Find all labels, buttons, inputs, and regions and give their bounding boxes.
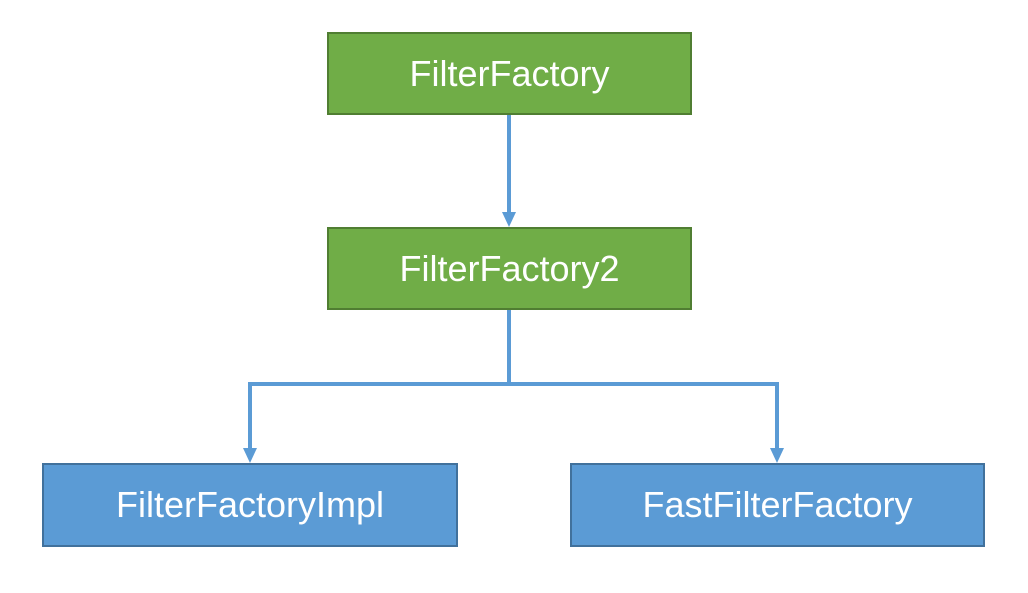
arrowhead-icon <box>770 448 784 463</box>
edge-filter-factory-to-filter-factory2 <box>502 115 516 227</box>
arrowhead-icon <box>243 448 257 463</box>
class-node-label: FilterFactory2 <box>399 247 620 289</box>
class-node-label: FastFilterFactory <box>642 484 913 525</box>
class-node-filter-factory-impl: FilterFactoryImpl <box>42 463 458 547</box>
class-node-label: FilterFactory <box>409 52 610 94</box>
edge-filter-factory2-to-filter-factory-impl <box>243 382 257 463</box>
class-node-filter-factory: FilterFactory <box>327 32 692 115</box>
arrowhead-icon <box>502 212 516 227</box>
class-node-fast-filter-factory: FastFilterFactory <box>570 463 985 547</box>
class-node-label: FilterFactoryImpl <box>115 484 385 525</box>
edge-filter-factory2-to-children <box>248 310 779 386</box>
edge-filter-factory2-to-fast-filter-factory <box>770 382 784 463</box>
class-node-filter-factory2: FilterFactory2 <box>327 227 692 310</box>
